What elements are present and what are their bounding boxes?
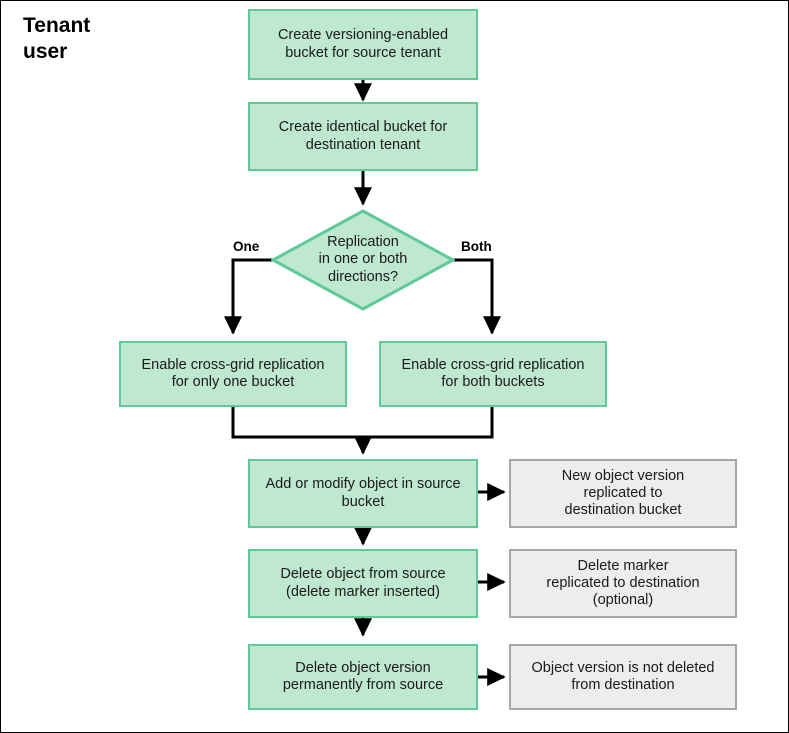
connector-merge-bus xyxy=(231,407,494,439)
diamond-shape xyxy=(271,209,455,311)
node-label: Enable cross-grid replication for both b… xyxy=(401,356,585,390)
node-label: Create identical bucket for destination … xyxy=(278,119,448,153)
node-label: Delete marker replicated to destination … xyxy=(546,557,700,609)
node-create-source-bucket[interactable]: Create versioning-enabled bucket for sou… xyxy=(248,9,478,80)
node-label: Delete object from source (delete marker… xyxy=(280,566,446,600)
node-replication-decision[interactable]: Replication in one or both directions? xyxy=(271,209,455,311)
node-label: New object version replicated to destina… xyxy=(561,467,685,519)
node-label: Create versioning-enabled bucket for sou… xyxy=(277,27,449,61)
node-label: Replication in one or both directions? xyxy=(318,234,408,285)
node-result-new-object-version: New object version replicated to destina… xyxy=(509,459,737,528)
node-delete-object-from-source[interactable]: Delete object from source (delete marker… xyxy=(248,549,478,618)
branch-label-one: One xyxy=(233,239,260,254)
node-enable-both-buckets[interactable]: Enable cross-grid replication for both b… xyxy=(379,341,607,407)
node-result-version-not-deleted: Object version is not deleted from desti… xyxy=(509,644,737,710)
node-label: Delete object version permanently from s… xyxy=(282,659,444,693)
node-enable-one-bucket[interactable]: Enable cross-grid replication for only o… xyxy=(119,341,347,407)
node-create-destination-bucket[interactable]: Create identical bucket for destination … xyxy=(248,102,478,171)
node-delete-object-version[interactable]: Delete object version permanently from s… xyxy=(248,644,478,710)
branch-label-both: Both xyxy=(461,239,492,254)
node-result-delete-marker: Delete marker replicated to destination … xyxy=(509,549,737,618)
page-title: Tenant user xyxy=(23,14,91,64)
node-label: Object version is not deleted from desti… xyxy=(531,659,715,693)
node-label: Add or modify object in source bucket xyxy=(265,476,461,510)
node-add-modify-object[interactable]: Add or modify object in source bucket xyxy=(248,459,478,528)
node-label: Enable cross-grid replication for only o… xyxy=(141,356,325,390)
